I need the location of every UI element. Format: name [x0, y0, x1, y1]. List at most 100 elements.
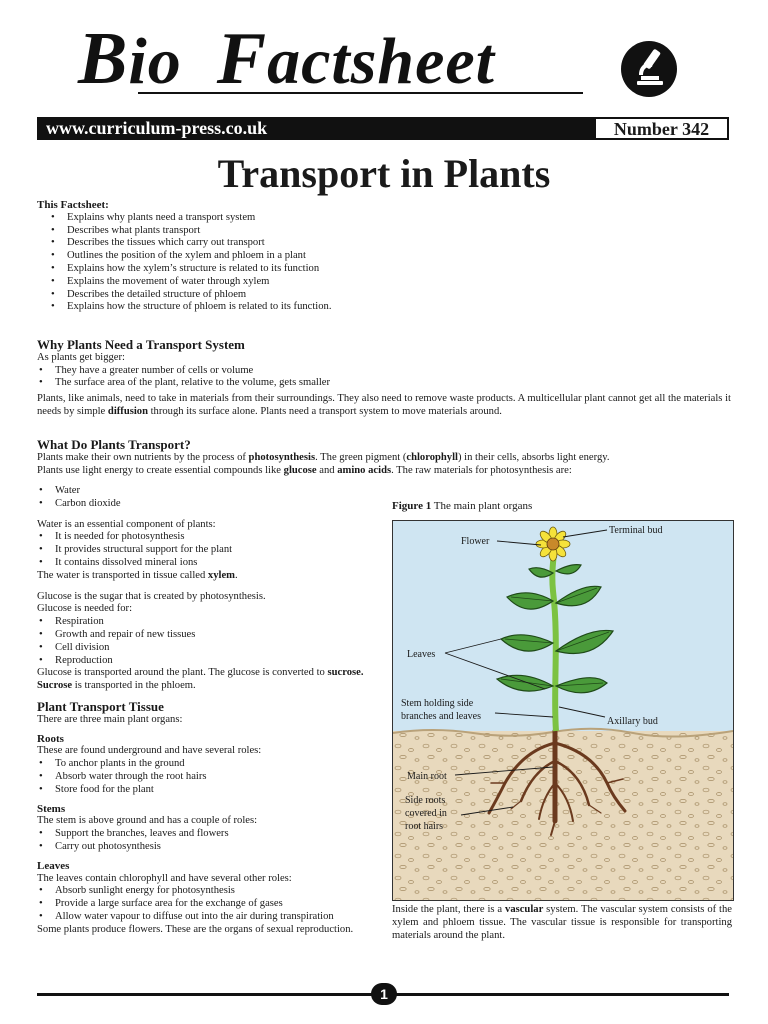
text-span: Plants, like animals, need to take in ma…	[37, 393, 731, 417]
intro-heading: This Factsheet:	[37, 199, 109, 211]
keyword: glucose	[283, 464, 317, 476]
what-section: What Do Plants Transport? Plants make th…	[37, 437, 731, 478]
keyword: diffusion	[107, 405, 148, 417]
leaves-heading: Leaves	[37, 859, 70, 872]
brand-letter-b: B	[78, 18, 129, 100]
what-paragraph-1: Plants make their own nutrients by the p…	[37, 452, 731, 465]
list-item: It is needed for photosynthesis	[37, 531, 382, 544]
page-title: Transport in Plants	[217, 151, 551, 196]
stems-heading: Stems	[37, 802, 66, 815]
text-span: .	[235, 569, 238, 581]
water-xylem: The water is transported in tissue calle…	[37, 570, 382, 583]
list-item: Outlines the position of the xylem and p…	[37, 250, 397, 263]
figure-caption: Figure 1 The main plant organs	[392, 500, 532, 512]
text-span: and	[316, 464, 338, 476]
list-item: Describes the detailed structure of phlo…	[37, 289, 397, 302]
text-span: The water is transported in tissue calle…	[37, 569, 208, 581]
text-span: . The raw materials for photosynthesis a…	[391, 464, 572, 476]
list-item: Explains how the xylem’s structure is re…	[37, 263, 397, 276]
text-span: system. The vascular system consists of …	[392, 904, 732, 941]
figure-number: Figure 1	[392, 500, 432, 512]
list-item: To anchor plants in the ground	[37, 758, 382, 771]
plant-diagram: Terminal bud Flower Leaves Stem holding …	[393, 521, 733, 900]
list-item: Explains the movement of water through x…	[37, 276, 397, 289]
roots-heading: Roots	[37, 732, 64, 745]
page-number: 1	[371, 983, 397, 1005]
keyword: amino acids	[337, 464, 392, 476]
soil	[393, 731, 733, 900]
list-item: Carry out photosynthesis	[37, 841, 382, 854]
list-item: Explains why plants need a transport sys…	[37, 212, 397, 225]
why-paragraph: Plants, like animals, need to take in ma…	[37, 393, 731, 419]
leaves-lead: The leaves contain chlorophyll and have …	[37, 872, 292, 884]
brand-underline	[138, 92, 583, 94]
header-bar: www.curriculum-press.co.uk Number 342	[37, 117, 729, 140]
figure-description: Inside the plant, there is a vascular sy…	[392, 904, 732, 942]
list-item: Cell division	[37, 642, 382, 655]
brand-actsheet: actsheet	[267, 25, 496, 98]
text-span: is transported in the phloem.	[72, 680, 196, 692]
list-item: It provides structural support for the p…	[37, 544, 382, 557]
list-item: Respiration	[37, 616, 382, 629]
label-flower: Flower	[461, 536, 490, 547]
text-span: ) in their cells, absorbs light energy.	[457, 451, 610, 463]
list-item: Provide a large surface area for the exc…	[37, 898, 382, 911]
brand-letter-f: F	[216, 18, 268, 100]
roots-list: To anchor plants in the ground Absorb wa…	[37, 758, 382, 796]
leaves-list: Absorb sunlight energy for photosynthesi…	[37, 885, 382, 923]
list-item: Store food for the plant	[37, 784, 382, 797]
list-item: It contains dissolved mineral ions	[37, 557, 382, 570]
website-url[interactable]: www.curriculum-press.co.uk	[46, 118, 268, 138]
list-item: Reproduction	[37, 655, 382, 668]
label-axillary-bud: Axillary bud	[607, 716, 658, 727]
leaves	[495, 564, 615, 694]
list-item: Explains how the structure of phloem is …	[37, 301, 397, 314]
label-terminal-bud: Terminal bud	[609, 525, 662, 536]
left-column: Water Carbon dioxide Water is an essenti…	[37, 485, 382, 937]
list-item: Support the branches, leaves and flowers	[37, 828, 382, 841]
label-side-roots-1: Side roots	[405, 795, 445, 806]
raw-materials-list: Water Carbon dioxide	[37, 485, 382, 511]
glucose-lead-2: Glucose is needed for:	[37, 603, 133, 615]
factsheet-brand: Bio Factsheet	[78, 22, 495, 96]
text-span: Glucose is transported around the plant.…	[37, 667, 328, 679]
stems-lead: The stem is above ground and has a coupl…	[37, 815, 258, 827]
keyword: sucrose. Sucrose	[37, 667, 364, 692]
list-item: Allow water vapour to diffuse out into t…	[37, 911, 382, 924]
label-stem-1: Stem holding side	[401, 698, 474, 709]
water-list: It is needed for photosynthesis It provi…	[37, 531, 382, 569]
text-span: Inside the plant, there is a	[392, 904, 506, 915]
keyword: photosynthesis	[248, 451, 316, 463]
label-leaves: Leaves	[407, 649, 435, 660]
list-item: Absorb sunlight energy for photosynthesi…	[37, 885, 382, 898]
why-lead: As plants get bigger:	[37, 351, 125, 363]
label-main-root: Main root	[407, 771, 447, 782]
list-item: The surface area of the plant, relative …	[37, 377, 731, 390]
list-item: Carbon dioxide	[37, 498, 382, 511]
section-heading: What Do Plants Transport?	[37, 437, 191, 452]
microscope-icon	[621, 41, 677, 97]
section-heading: Plant Transport Tissue	[37, 698, 164, 714]
brand-io: io	[128, 25, 182, 98]
intro-list: Explains why plants need a transport sys…	[37, 212, 397, 314]
flower	[535, 526, 571, 562]
intro-section: This Factsheet: Explains why plants need…	[37, 199, 397, 314]
why-section: Why Plants Need a Transport System As pl…	[37, 338, 731, 419]
text-span: Plants use light energy to create essent…	[37, 464, 284, 476]
water-lead: Water is an essential component of plant…	[37, 518, 216, 530]
roots	[487, 728, 627, 836]
keyword: chlorophyll	[406, 451, 458, 463]
tissue-lead: There are three main plant organs:	[37, 713, 183, 725]
stems-list: Support the branches, leaves and flowers…	[37, 828, 382, 854]
issue-number: Number 342	[594, 117, 729, 140]
text-span: Plants make their own nutrients by the p…	[37, 451, 249, 463]
list-item: Water	[37, 485, 382, 498]
roots-lead: These are found underground and have sev…	[37, 745, 262, 757]
text-span: through its surface alone. Plants need a…	[147, 405, 502, 417]
what-paragraph-2: Plants use light energy to create essent…	[37, 465, 731, 478]
list-item: Describes what plants transport	[37, 225, 397, 238]
keyword: xylem	[207, 569, 235, 581]
label-side-roots-2: covered in	[405, 808, 447, 819]
list-item: Growth and repair of new tissues	[37, 629, 382, 642]
keyword: vascular	[505, 904, 544, 915]
